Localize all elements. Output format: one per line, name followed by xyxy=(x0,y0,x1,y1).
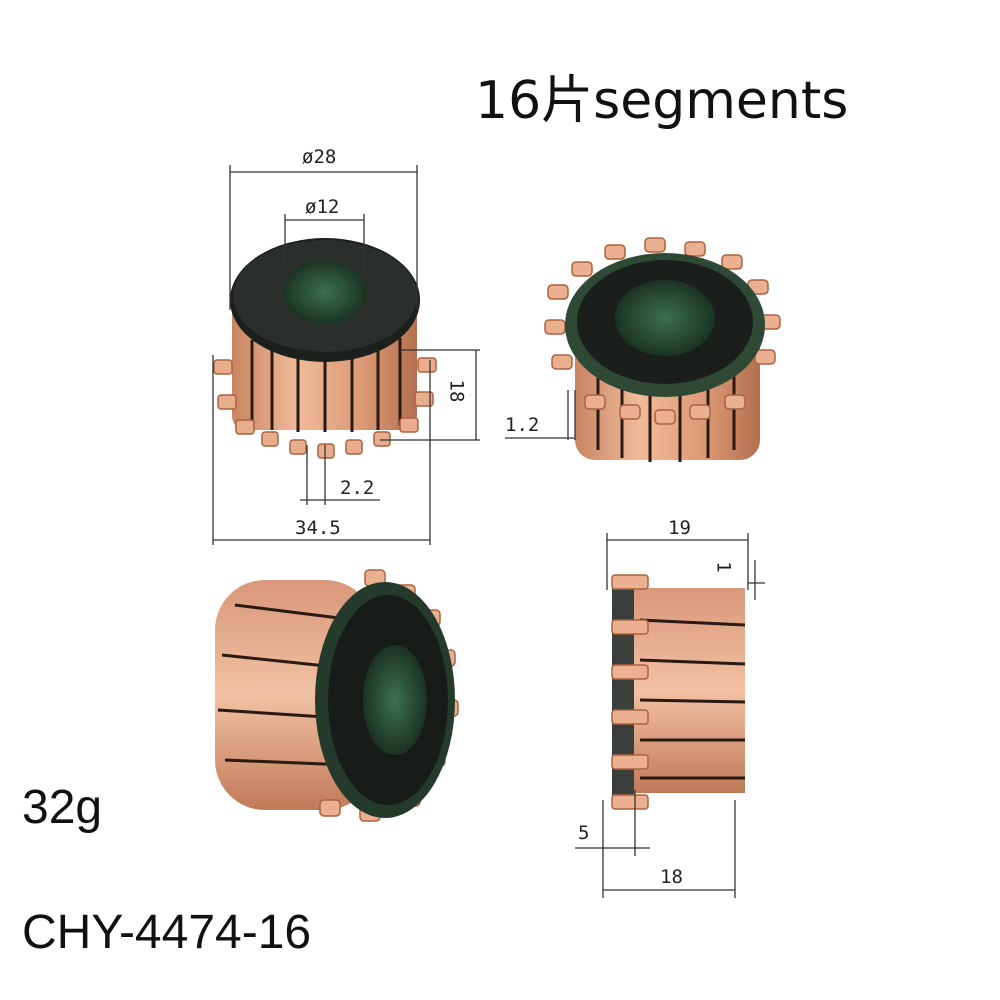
dim-side-step: 1 xyxy=(712,561,735,573)
commutator-view-angled xyxy=(544,237,781,462)
dimension-lines-side xyxy=(575,533,765,898)
commutator-view-tilted xyxy=(215,569,459,822)
dim-hook-thickness: 1.2 xyxy=(505,414,540,436)
dim-outer-diameter: ø28 xyxy=(302,146,337,168)
dim-overall-width: 34.5 xyxy=(295,517,341,539)
dim-side-hook: 5 xyxy=(578,822,590,844)
product-model: CHY-4474-16 xyxy=(22,906,312,959)
dimension-lines-top xyxy=(212,165,480,545)
commutator-view-side xyxy=(611,574,746,810)
dim-inner-diameter: ø12 xyxy=(305,196,340,218)
dim-side-length: 19 xyxy=(668,517,691,539)
product-weight: 32g xyxy=(22,781,103,834)
dim-side-body: 18 xyxy=(660,866,683,888)
dim-height: 18 xyxy=(445,379,468,403)
commutator-view-top xyxy=(213,238,437,459)
product-title: 16片segments xyxy=(475,71,849,131)
dimension-lines-angled xyxy=(505,390,576,440)
dim-hook-width: 2.2 xyxy=(340,477,375,499)
